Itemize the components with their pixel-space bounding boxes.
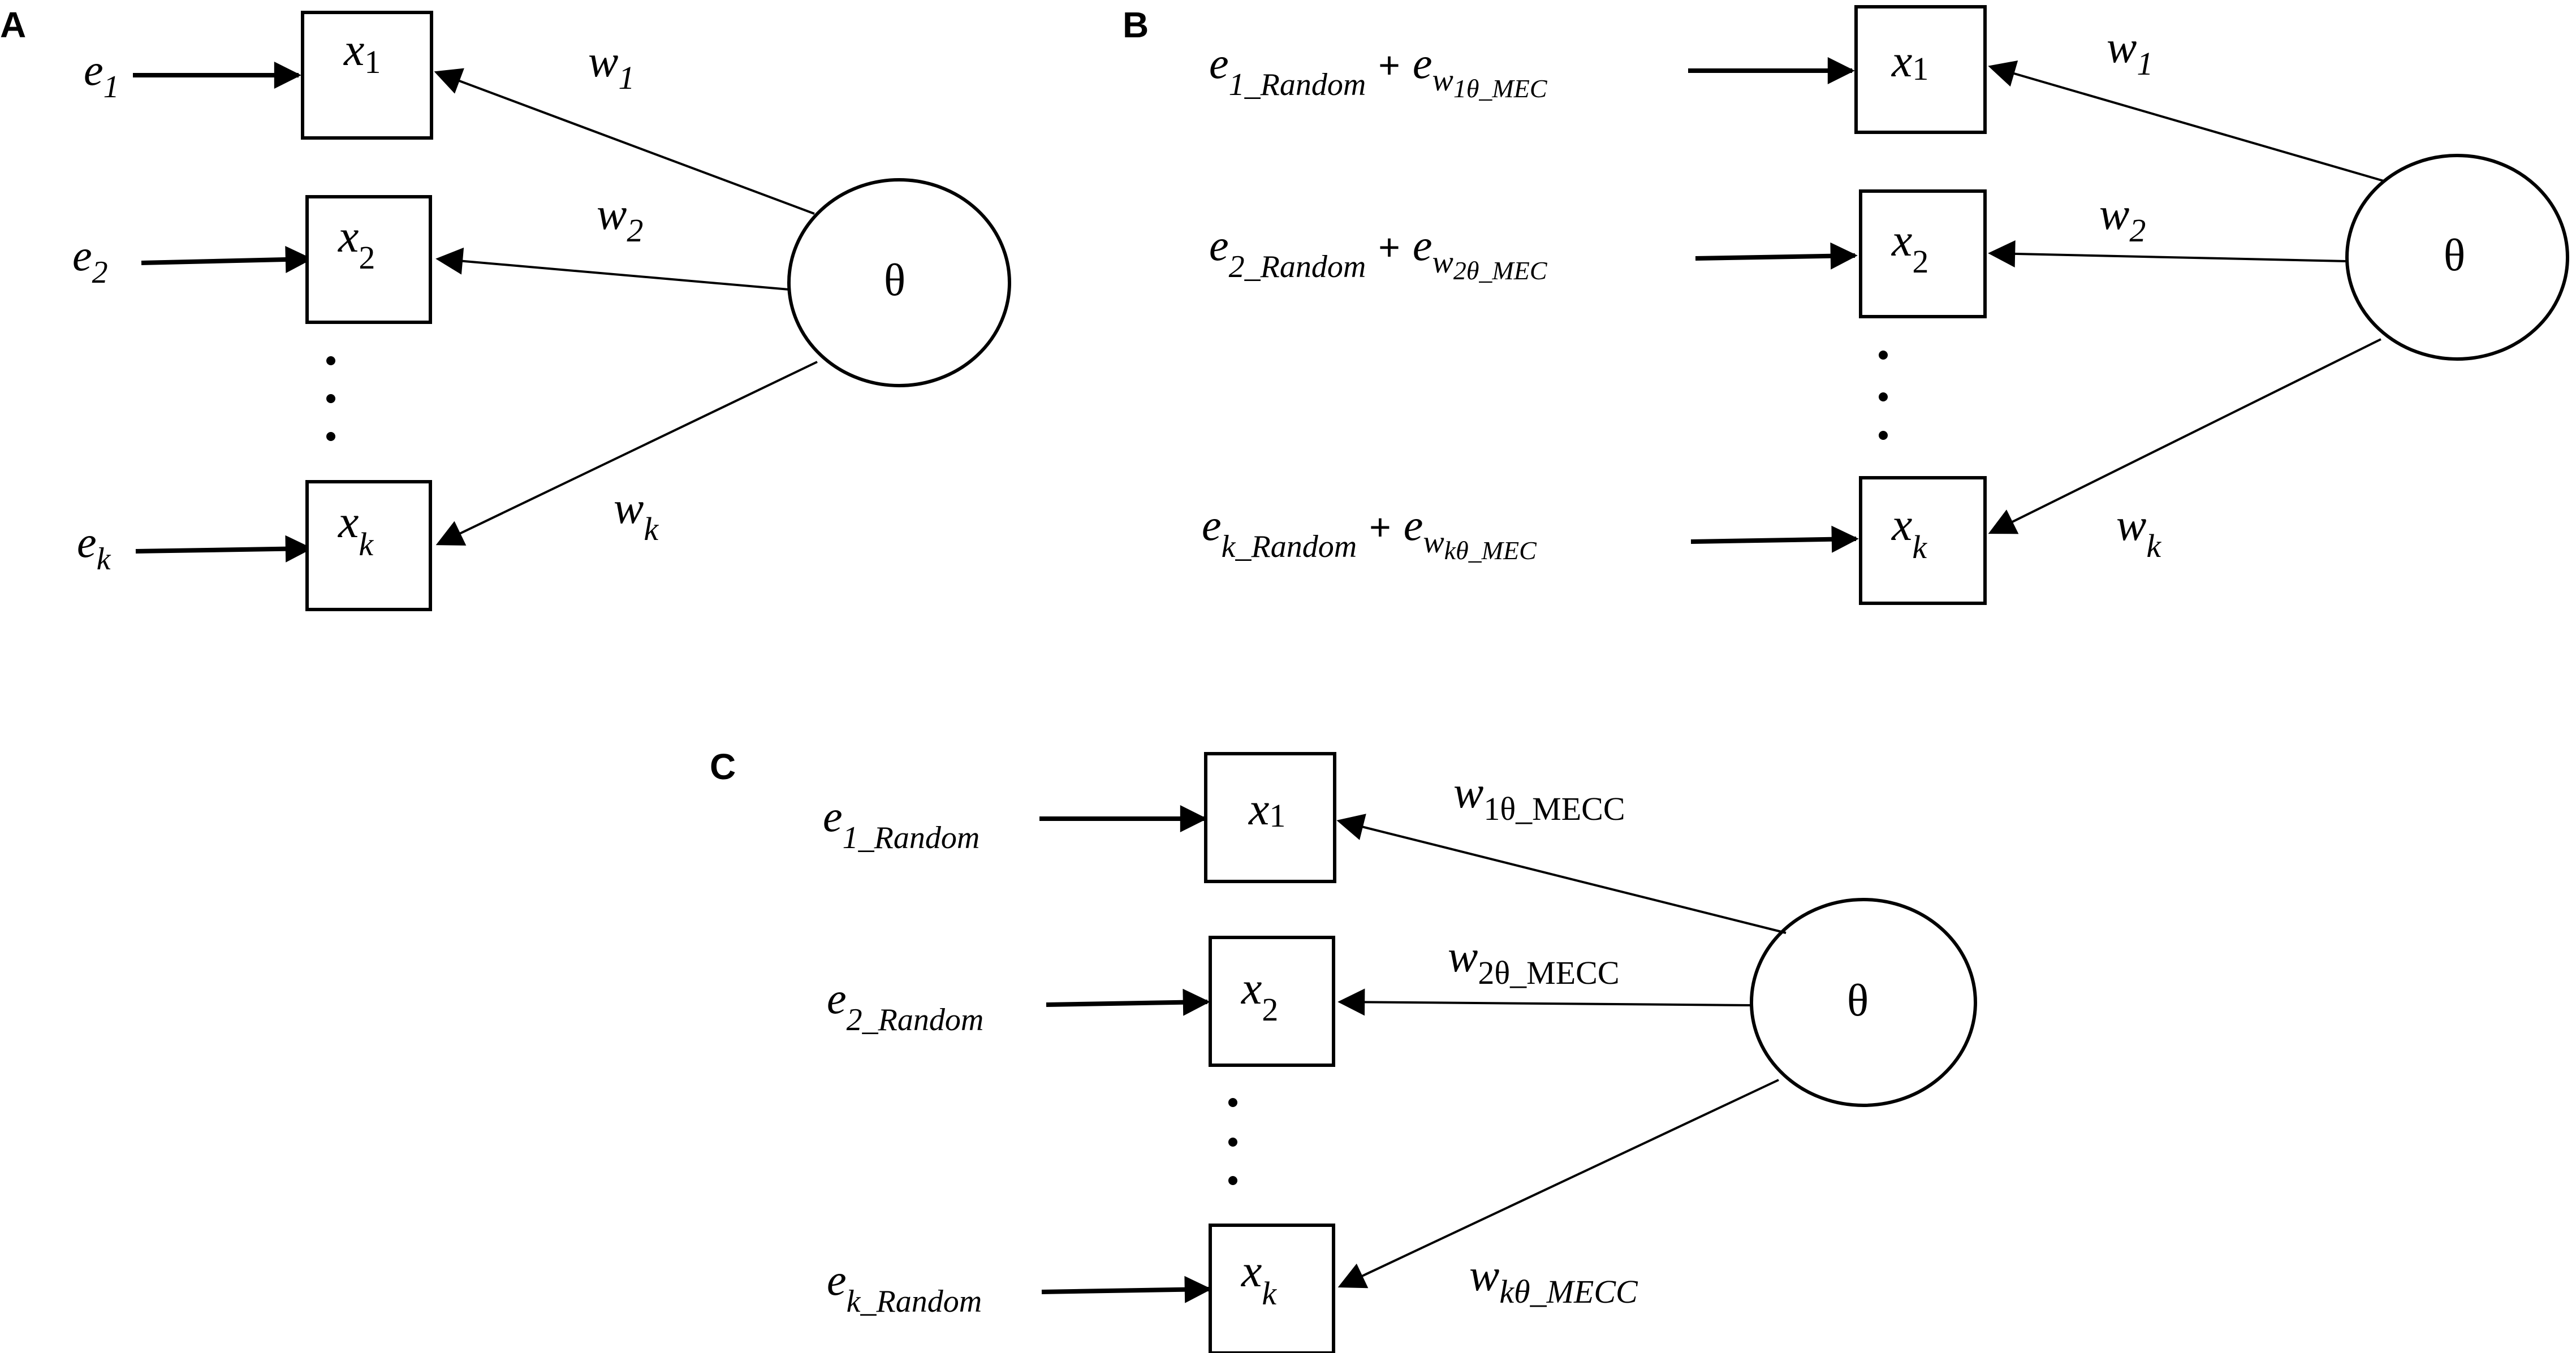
node-box-xk — [1859, 476, 1987, 605]
latent-theta-label: θ — [884, 256, 905, 305]
node-x1-label: x1 — [1248, 783, 1285, 835]
input-arrow-k — [135, 535, 313, 563]
ellipsis-dot — [1228, 1176, 1237, 1185]
node-box-x1 — [1204, 752, 1336, 883]
weight-w1-label: w1θ_MECC — [1453, 768, 1625, 827]
input-2-label: e2_Random — [827, 974, 983, 1038]
input-arrow-2 — [1695, 242, 1858, 270]
node-xk-label: xk — [1241, 1245, 1277, 1312]
input-arrow-2 — [1046, 988, 1210, 1016]
input-k-label: ek_Random+ewkθ_MEC — [1202, 500, 1537, 565]
input-2-label: e2_Random+ew2θ_MEC — [1209, 221, 1548, 285]
node-box-xk — [305, 480, 432, 611]
ellipsis-dot — [1879, 392, 1888, 401]
loading-arrow-2 — [435, 247, 789, 291]
input-arrow-k — [1690, 525, 1859, 553]
node-x1-label: x1 — [343, 24, 381, 80]
input-e2-label: e2 — [72, 231, 108, 290]
panel-b: B e1_Random+ew1θ_MEC e2_Random+ew2θ_MEC … — [1123, 5, 2569, 605]
weight-wk-label: wkθ_MECC — [1469, 1251, 1638, 1310]
ellipsis-dot — [1228, 1138, 1237, 1147]
weight-wk-label: wk — [2116, 500, 2161, 564]
panel-label-a: A — [0, 5, 26, 45]
weight-wk-label: wk — [614, 483, 659, 547]
latent-theta-label: θ — [1847, 976, 1869, 1026]
node-x2-label: x2 — [1891, 214, 1928, 280]
ellipsis-dot — [1879, 351, 1888, 360]
loading-arrow-2 — [1337, 988, 1753, 1016]
node-x2-label: x2 — [338, 210, 375, 276]
weight-w2-label: w2 — [2099, 189, 2146, 249]
node-x1-label: x1 — [1891, 35, 1928, 87]
input-ek-label: ek — [77, 517, 111, 577]
input-1-label: e1_Random+ew1θ_MEC — [1209, 38, 1548, 103]
weight-w2-label: w2θ_MECC — [1448, 932, 1620, 991]
input-e1-label: e1 — [84, 45, 119, 105]
panel-c: C e1_Random e2_Random ek_Random x1 x2 xk… — [710, 746, 1977, 1353]
ellipsis-dot — [1228, 1098, 1237, 1107]
node-box-x1 — [1854, 5, 1987, 134]
panel-a: A e1 e2 ek x1 x2 xk θ w1 w2 wk — [0, 5, 1011, 611]
weight-w2-label: w2 — [597, 189, 643, 249]
node-xk-label: xk — [338, 496, 374, 563]
latent-theta-circle — [787, 178, 1011, 387]
latent-theta-circle — [2345, 154, 2569, 361]
weight-w1-label: w1 — [588, 37, 635, 96]
loading-arrow-k — [435, 361, 818, 546]
loading-arrow-1 — [1336, 814, 1787, 934]
ellipsis-dot — [326, 432, 335, 441]
panel-label-b: B — [1123, 5, 1149, 45]
node-box-x2 — [305, 195, 432, 324]
node-box-x1 — [301, 11, 433, 140]
loading-arrow-2 — [1988, 240, 2348, 267]
input-arrow-k — [1041, 1276, 1212, 1303]
node-box-x2 — [1859, 189, 1987, 318]
ellipsis-dot — [326, 394, 335, 403]
input-1-label: e1_Random — [823, 792, 980, 855]
loading-arrow-k — [1337, 1079, 1779, 1289]
loading-arrow-1 — [1988, 60, 2384, 182]
weight-w1-label: w1 — [2107, 23, 2153, 82]
node-xk-label: xk — [1891, 499, 1927, 565]
node-x2-label: x2 — [1241, 962, 1278, 1028]
input-k-label: ek_Random — [827, 1255, 982, 1319]
node-box-xk — [1209, 1224, 1335, 1353]
latent-theta-label: θ — [2444, 231, 2465, 280]
latent-theta-circle — [1750, 898, 1977, 1107]
panel-label-c: C — [710, 746, 736, 787]
ellipsis-dot — [1879, 431, 1888, 440]
node-box-x2 — [1209, 936, 1335, 1067]
input-arrow-2 — [141, 246, 313, 274]
loading-arrow-k — [1988, 338, 2381, 534]
loading-arrow-1 — [434, 68, 815, 215]
ellipsis-dot — [326, 356, 335, 365]
